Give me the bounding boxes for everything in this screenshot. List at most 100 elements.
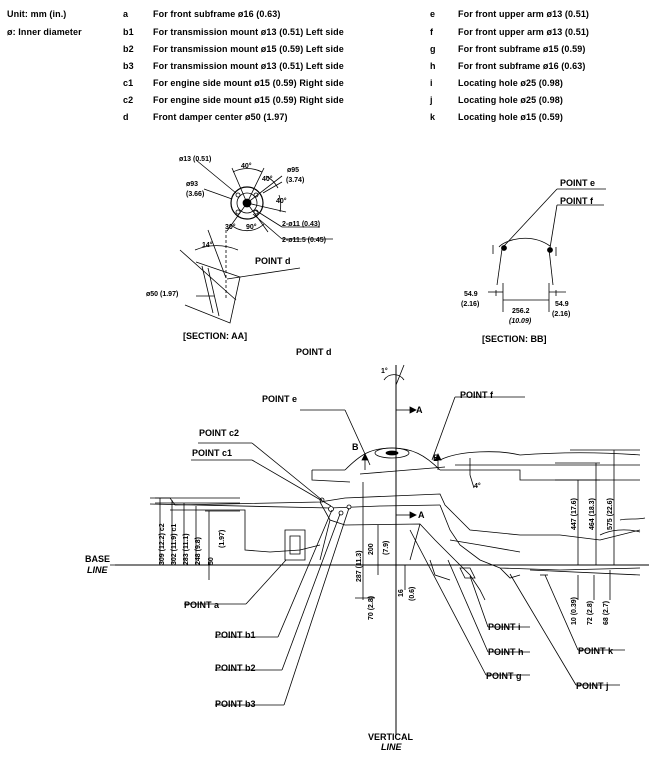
label-point-b1: POINT b1 xyxy=(215,630,256,640)
dim-256-2-in: (10.09) xyxy=(509,318,532,325)
dim-72: 72 (2.8) xyxy=(587,601,594,625)
caption-section-aa: [SECTION: AA] xyxy=(183,331,247,341)
label-point-b2: POINT b2 xyxy=(215,663,256,673)
dim-309: 309 (12.2) c2 xyxy=(159,523,166,565)
base-line-label-2: LINE xyxy=(87,565,108,575)
legend-desc: Locating hole ø15 (0.59) xyxy=(458,112,563,122)
base-line-label: BASE xyxy=(85,554,110,564)
dim-200: 200 xyxy=(368,543,375,555)
angle-90: 90° xyxy=(246,223,257,231)
label-point-h: POINT h xyxy=(488,647,524,657)
dim-10: 10 (0.39) xyxy=(571,597,578,625)
legend-desc: Locating hole ø25 (0.98) xyxy=(458,95,563,105)
dim-248: 248 (9.8) xyxy=(195,537,202,565)
label-point-e: POINT e xyxy=(262,394,297,404)
dim-54-9-right-in: (2.16) xyxy=(552,311,570,318)
dim-283: 283 (11.1) xyxy=(183,533,190,565)
dim-256-2: 256.2 xyxy=(512,308,530,315)
angle-40-right: 40° xyxy=(276,197,287,205)
legend-desc: Locating hole ø25 (0.98) xyxy=(458,78,563,88)
dim-d95-in: (3.74) xyxy=(286,177,304,184)
dim-16: 16 xyxy=(398,589,405,597)
legend-desc: For front subframe ø16 (0.63) xyxy=(153,9,281,19)
label-point-f: POINT f xyxy=(460,390,494,400)
dim-200-in: (7.9) xyxy=(383,541,390,555)
legend-key: b1 xyxy=(123,27,134,37)
label-point-d: POINT d xyxy=(296,347,332,357)
section-bb xyxy=(488,188,606,312)
legend-desc: For engine side mount ø15 (0.59) Right s… xyxy=(153,78,344,88)
label-point-d-aa: POINT d xyxy=(255,256,291,266)
legend-key: k xyxy=(430,112,436,122)
dim-464: 464 (18.3) xyxy=(589,498,596,530)
dim-50-in: (1.97) xyxy=(219,530,226,548)
label-point-c2: POINT c2 xyxy=(199,428,239,438)
section-a-bottom: A xyxy=(418,510,425,520)
dim-447: 447 (17.6) xyxy=(571,498,578,530)
dim-575: 575 (22.6) xyxy=(607,498,614,530)
section-aa-labels: ø13 (0.51) 40° 40° 40° ø95 (3.74) ø93 (3… xyxy=(146,156,326,341)
vertical-line-label-2: LINE xyxy=(381,742,402,752)
legend-desc: Front damper center ø50 (1.97) xyxy=(153,112,288,122)
dim-68: 68 (2.7) xyxy=(603,601,610,625)
legend-desc: For front subframe ø16 (0.63) xyxy=(458,61,586,71)
angle-40-top: 40° xyxy=(241,162,252,170)
legend-desc: For engine side mount ø15 (0.59) Right s… xyxy=(153,95,344,105)
unit-label: Unit: mm (in.) xyxy=(7,9,67,19)
legend-key: e xyxy=(430,9,436,19)
dim-16-in: (0.6) xyxy=(409,587,416,601)
dim-54-9-right: 54.9 xyxy=(555,301,569,308)
legend-desc: For front upper arm ø13 (0.51) xyxy=(458,9,590,19)
label-point-j: POINT j xyxy=(576,681,609,691)
dim-54-9-left: 54.9 xyxy=(464,291,478,298)
section-b-left: B xyxy=(352,442,359,452)
dim-d93: ø93 xyxy=(186,181,198,188)
label-point-c1: POINT c1 xyxy=(192,448,232,458)
angle-14: 14° xyxy=(202,241,213,249)
caption-section-bb: [SECTION: BB] xyxy=(482,334,547,344)
section-aa xyxy=(179,159,333,324)
legend-key: h xyxy=(430,61,436,71)
label-point-i: POINT i xyxy=(488,622,521,632)
legend-key: g xyxy=(430,44,436,54)
dim-302: 302 (11.9) c1 xyxy=(171,524,178,565)
angle-1: 1° xyxy=(381,367,388,375)
legend-key: c2 xyxy=(123,95,134,105)
legend-key: d xyxy=(123,112,129,122)
dim-70: 70 (2.8) xyxy=(368,596,375,620)
label-point-a: POINT a xyxy=(184,600,220,610)
label-point-f-bb: POINT f xyxy=(560,196,594,206)
legend-key: c1 xyxy=(123,78,134,88)
label-point-g: POINT g xyxy=(486,671,522,681)
dim-d11: 2-ø11 (0.43) xyxy=(282,221,320,228)
vertical-line-label: VERTICAL xyxy=(368,732,414,742)
label-point-b3: POINT b3 xyxy=(215,699,256,709)
dim-d11-5: 2-ø11.5 (0.45) xyxy=(282,237,326,244)
legend-key: i xyxy=(430,78,433,88)
angle-40-mid: 40° xyxy=(262,175,273,183)
dim-d93-in: (3.66) xyxy=(186,191,204,198)
legend-key: b3 xyxy=(123,61,134,71)
legend-key: f xyxy=(430,27,434,37)
legend-key: j xyxy=(430,95,433,105)
dim-d95: ø95 xyxy=(287,167,299,174)
angle-4: 4° xyxy=(474,482,481,490)
dim-54-9-left-in: (2.16) xyxy=(461,301,479,308)
legend-key: b2 xyxy=(123,44,134,54)
main-view xyxy=(110,364,649,735)
section-b-right: B xyxy=(433,453,440,463)
legend-desc: For front upper arm ø13 (0.51) xyxy=(458,27,590,37)
section-bb-labels: POINT e POINT f 54.9 (2.16) 256.2 (10.09… xyxy=(461,178,595,344)
angle-30: 30° xyxy=(225,223,236,231)
dim-50: 50 xyxy=(208,557,215,565)
dim-d50: ø50 (1.97) xyxy=(146,291,178,298)
legend-desc: For transmission mount ø13 (0.51) Left s… xyxy=(153,27,344,37)
label-point-e-bb: POINT e xyxy=(560,178,595,188)
section-a-top: A xyxy=(416,405,423,415)
label-point-k: POINT k xyxy=(578,646,614,656)
diameter-label: ø: Inner diameter xyxy=(7,27,82,37)
legend-desc: For transmission mount ø15 (0.59) Left s… xyxy=(153,44,344,54)
legend-key: a xyxy=(123,9,129,19)
dim-d13: ø13 (0.51) xyxy=(179,156,211,163)
